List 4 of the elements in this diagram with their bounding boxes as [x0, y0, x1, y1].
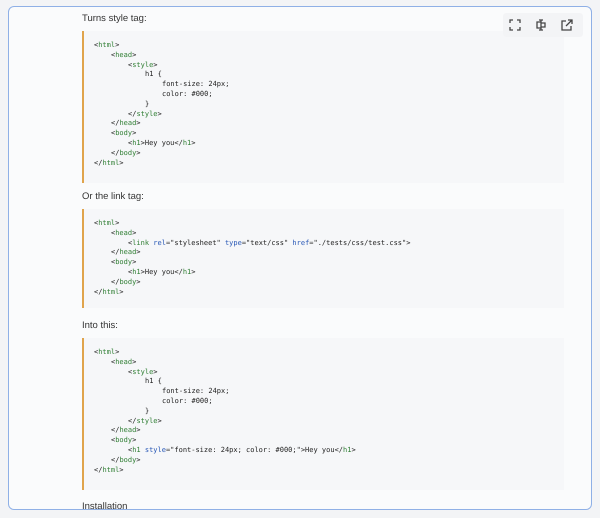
paragraph-text: Or the link tag:	[82, 191, 144, 202]
section-heading: Installation	[82, 501, 128, 509]
paragraph-text: Turns style tag:	[82, 13, 147, 24]
paragraph-text: Into this:	[82, 320, 118, 331]
